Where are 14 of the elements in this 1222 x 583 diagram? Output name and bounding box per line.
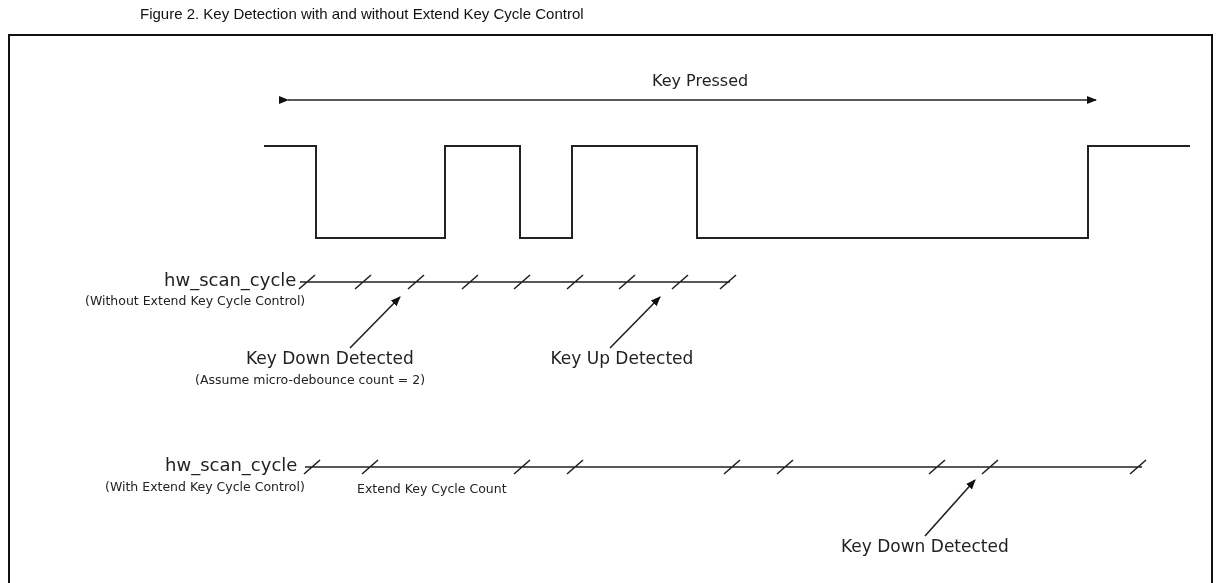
leader-arrow xyxy=(349,296,401,349)
figure-title: Figure 2. Key Detection with and without Extend Key Cycle Control xyxy=(140,5,584,23)
callout-label: Key Down Detected xyxy=(841,537,1009,557)
callout-note: (Assume micro-debounce count = 2) xyxy=(195,373,426,388)
interval-label: Extend Key Cycle Count xyxy=(357,482,507,497)
leader-arrow xyxy=(609,296,661,349)
signal-note: (With Extend Key Cycle Control) xyxy=(105,480,305,495)
leader-arrow xyxy=(924,479,976,537)
signal-note: (Without Extend Key Cycle Control) xyxy=(85,294,306,309)
callout-label: Key Up Detected xyxy=(550,349,694,369)
signal-name: hw_scan_cycle xyxy=(164,270,297,291)
callout-label: Key Down Detected xyxy=(246,349,414,369)
range-label: Key Pressed xyxy=(652,72,749,91)
signal-name: hw_scan_cycle xyxy=(165,455,298,476)
